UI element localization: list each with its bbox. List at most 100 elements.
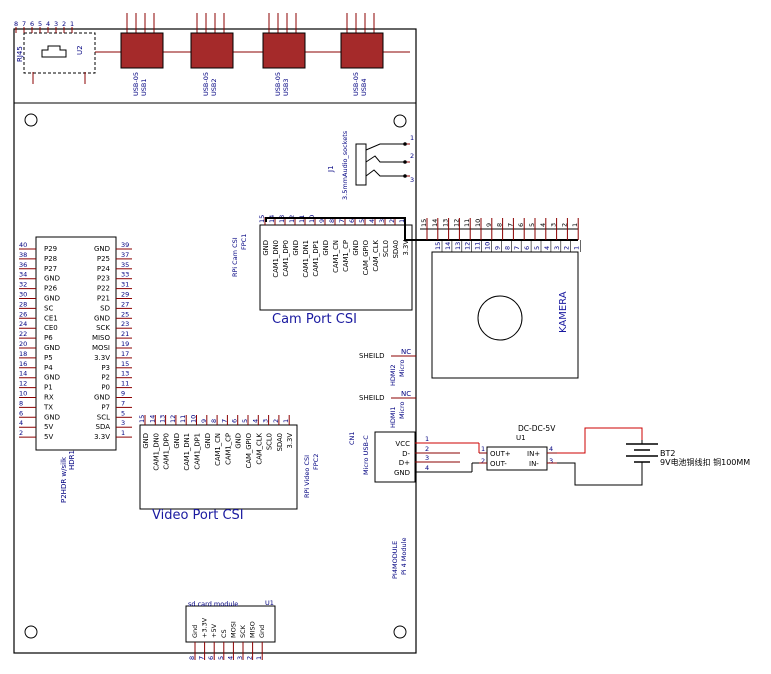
audio-pin-1: 1 [410, 134, 414, 142]
csi-pin-number: 4 [368, 219, 376, 223]
sd-pin-label: MISO [249, 621, 257, 638]
rj45-pin-number: 2 [62, 20, 66, 28]
usbc-type: Micro USB-C [362, 435, 370, 475]
usb-type: USB-05 [274, 72, 282, 96]
usbc-pin-number: 2 [425, 445, 429, 453]
gpio-right-pin-number: 15 [121, 360, 129, 368]
gpio-left-label: GND [44, 295, 60, 303]
video-port-title: Video Port CSI [152, 508, 244, 523]
gpio-left-pin-number: 28 [19, 300, 27, 308]
kamera-inner-pin-number: 3 [553, 246, 561, 250]
gpio-right-pin-number: 31 [121, 281, 129, 289]
sd-pin-number: 5 [217, 656, 225, 660]
rj45-pin-number: 6 [30, 20, 34, 28]
rj45-pin-number: 4 [46, 20, 50, 28]
sd-pin-label: Gnd [258, 625, 266, 638]
gpio-right-label: P25 [97, 255, 110, 263]
gpio-left-label: P4 [44, 364, 53, 372]
usb-body [340, 32, 384, 69]
gpio-right-pin-number: 25 [121, 310, 129, 318]
gpio-right-pin-number: 3 [121, 419, 125, 427]
video-port-name: RPi Video CSI [303, 455, 311, 498]
csi-pin-number: 2 [272, 419, 280, 423]
gpio-right-pin-number: 21 [121, 330, 129, 338]
gpio-left-pin-number: 16 [19, 360, 27, 368]
gpio-left-pin-number: 8 [19, 399, 23, 407]
kamera-inner-pin-number: 1 [573, 246, 581, 250]
sd-title: sd card module [188, 600, 238, 608]
sd-pin-label: Gnd [191, 625, 199, 638]
gpio-left-pin-number: 20 [19, 340, 27, 348]
csi-pin-number: 2 [388, 219, 396, 223]
rj45-pin-number: 5 [38, 20, 42, 28]
usb-ref: USB1 [140, 79, 148, 96]
usbc-pin-label: GND [394, 469, 410, 477]
kamera-top-pin-number: 2 [560, 223, 568, 227]
gpio-right-label: P7 [101, 403, 110, 411]
csi-signal-label: SCL0 [266, 433, 274, 450]
csi-signal-label: SCL0 [382, 240, 390, 257]
gpio-right-label: P2 [101, 374, 110, 382]
dcdc-title: DC-DC-5V [518, 424, 556, 433]
gpio-right-pin-number: 9 [121, 390, 125, 398]
cam-port-name: RPi Cam CSI [231, 237, 239, 277]
csi-pin-number: 4 [251, 419, 259, 423]
cam-port-title: Cam Port CSI [272, 312, 357, 327]
csi-signal-label: GND [352, 240, 360, 256]
csi-pin-number: 14 [148, 415, 156, 423]
dcdc-pin-2: 2 [481, 457, 485, 465]
csi-signal-label: CAM1_DN1 [302, 240, 310, 278]
gpio-right-label: SD [100, 304, 110, 312]
gpio-left-label: GND [44, 275, 60, 283]
usb-body [190, 32, 234, 69]
sd-pin-number: 3 [236, 656, 244, 660]
mounting-hole-top-right [393, 114, 407, 128]
gpio-right-pin-number: 37 [121, 251, 129, 259]
kamera-inner-pin-number: 12 [464, 242, 472, 250]
usb-ref: USB4 [360, 79, 368, 96]
kamera-inner-pin-number: 14 [444, 242, 452, 250]
usb-body [262, 32, 306, 69]
mounting-hole-top-left [24, 113, 38, 127]
hdmi-ref: HDMI2 [389, 364, 397, 386]
kamera-inner-pin-number: 2 [563, 246, 571, 250]
sd-pin-number: 6 [207, 656, 215, 660]
cam-port: 15GND14CAM1_DN013CAM1_DP012GND11CAM1_DN1… [231, 215, 413, 327]
usb-type: USB-05 [202, 72, 210, 96]
gpio-left-label: SC [44, 304, 53, 312]
csi-signal-label: GND [204, 433, 212, 449]
kamera-top-pin-number: 6 [517, 223, 525, 227]
kamera-top-pin-number: 4 [539, 223, 547, 227]
usb-type: USB-05 [352, 72, 360, 96]
gpio-left-pin-number: 6 [19, 409, 23, 417]
gpio-right-label: 3.3V [94, 433, 110, 441]
gpio-left-label: CE1 [44, 314, 58, 322]
gpio-right-pin-number: 1 [121, 429, 125, 437]
rj45-ref: U2 [76, 45, 84, 55]
kamera-inner-pin-number: 9 [493, 246, 501, 250]
gpio-right-pin-number: 13 [121, 370, 129, 378]
gpio-right-label: P3 [101, 364, 110, 372]
csi-pin-number: 7 [220, 419, 228, 423]
gpio-right-label: MISO [92, 334, 111, 342]
gpio-left-pin-number: 38 [19, 251, 27, 259]
hdmi-nc-label: NC [401, 348, 411, 356]
kamera-label: KAMERA [558, 291, 569, 333]
usbc-pin-label: D- [402, 450, 410, 458]
csi-signal-label: CAM1_DN0 [272, 240, 280, 278]
csi-pin-number: 1 [282, 419, 290, 423]
gpio-ref: HDR1 [68, 450, 76, 470]
gpio-left-pin-number: 36 [19, 261, 27, 269]
battery-ref: BT2 [660, 449, 675, 458]
csi-pin-number: 8 [210, 419, 218, 423]
kamera-top-pin-number: 11 [463, 219, 471, 227]
usbc-pin-number: 3 [425, 454, 429, 462]
rj45-label: RJ45 [16, 46, 24, 62]
gpio-right-label: P24 [97, 265, 111, 273]
dcdc-ref: U1 [516, 434, 526, 442]
sd-pin-label: MOSI [229, 621, 237, 638]
